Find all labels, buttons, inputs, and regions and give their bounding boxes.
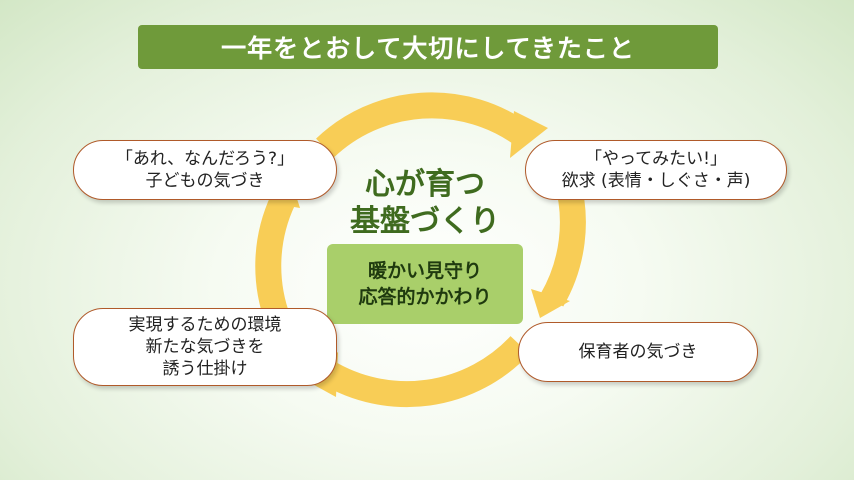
step-desire: 「やってみたい!」 欲求 (表情・しぐさ・声) — [525, 140, 787, 200]
page-title-banner: 一年をとおして大切にしてきたこと — [138, 25, 718, 69]
step-desire-line2: 欲求 (表情・しぐさ・声) — [561, 171, 751, 191]
step-desire-line1: 「やってみたい!」 — [585, 149, 727, 169]
cycle-arc-bottom — [320, 335, 530, 408]
cycle-arrowhead-right — [531, 289, 570, 318]
cycle-arc-left — [255, 194, 295, 325]
cycle-arrowhead-top — [510, 111, 548, 158]
step-caregiver-awareness: 保育者の気づき — [518, 322, 758, 382]
step-caregiver-awareness-line1: 保育者の気づき — [578, 342, 698, 362]
step-environment: 実現するための環境 新たな気づきを 誘う仕掛け — [73, 308, 337, 386]
step-environment-line3: 誘う仕掛け — [162, 359, 248, 379]
step-environment-line2: 新たな気づきを — [145, 337, 265, 357]
center-title: 心が育つ 基盤づくり — [330, 166, 520, 240]
step-child-awareness-line2: 子どもの気づき — [145, 171, 265, 191]
center-title-line1: 心が育つ — [365, 167, 485, 202]
center-title-line2: 基盤づくり — [350, 204, 500, 239]
cycle-arc-top — [316, 92, 531, 158]
step-child-awareness-line1: 「あれ、なんだろう?」 — [115, 149, 295, 169]
center-box-line1: 暖かい見守り — [367, 260, 482, 282]
center-box: 暖かい見守り 応答的かかわり — [327, 244, 523, 324]
center-box-line2: 応答的かかわり — [358, 286, 492, 308]
step-child-awareness: 「あれ、なんだろう?」 子どもの気づき — [73, 140, 337, 200]
step-environment-line1: 実現するための環境 — [128, 315, 282, 335]
page-title: 一年をとおして大切にしてきたこと — [221, 34, 635, 63]
